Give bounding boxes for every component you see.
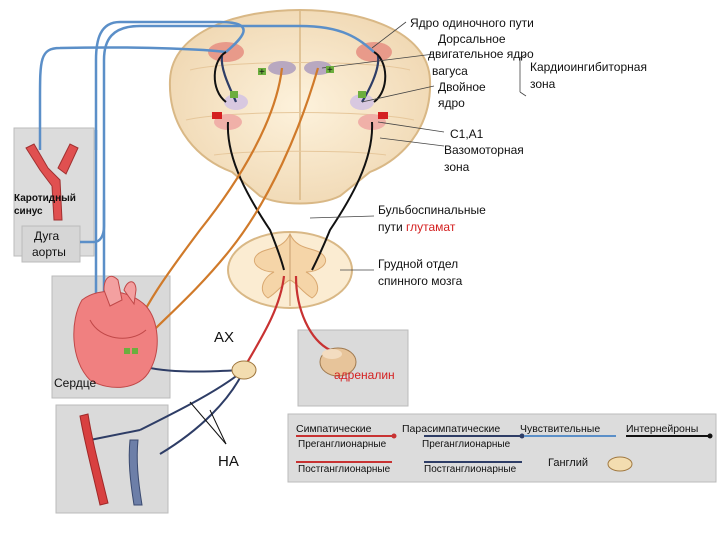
legend-pregang-parasympathetic: Преганглионарные: [422, 439, 511, 450]
heart-illustration: [73, 275, 158, 388]
label-cardioinhibitory-2: зона: [530, 77, 556, 91]
legend-postgang-sympathetic: Постганглионарные: [298, 464, 391, 475]
label-thoracic-2: спинного мозга: [378, 274, 463, 288]
carotid-artery: [25, 143, 79, 221]
label-adrenaline: адреналин: [334, 368, 395, 382]
vessels-panel: [55, 404, 169, 514]
medulla-section: [168, 8, 432, 205]
sign-plus: +: [327, 65, 333, 76]
sensory-afferents: [38, 20, 375, 330]
thoracic-spinal-cord: [227, 231, 353, 309]
legend-ganglion-symbol: [607, 456, 633, 472]
label-vasomotor-1: Вазомоторная: [444, 143, 524, 157]
aortic-panel: [21, 225, 81, 263]
label-bulbospinal-2: пути глутамат: [378, 220, 456, 234]
legend-ganglion: Ганглий: [548, 457, 588, 469]
legend-sympathetic: Симпатические: [296, 423, 372, 435]
label-thoracic-1: Грудной отдел: [378, 257, 458, 271]
sympathetic-pregang: [243, 275, 331, 369]
label-aortic-1: Дуга: [34, 229, 60, 243]
blood-vessels: [79, 413, 143, 506]
legend-sensory: Чувствительные: [520, 423, 600, 435]
label-bulbospinal-1: Бульбоспинальные: [378, 203, 486, 217]
legend-interneurons: Интернейроны: [626, 423, 698, 435]
adrenal-gland: [319, 347, 357, 377]
glutamate-text: глутамат: [406, 220, 456, 234]
sign-plus: +: [259, 67, 265, 78]
label-carotid-1: Каротидный: [14, 193, 76, 204]
label-vasomotor-2: зона: [444, 160, 470, 174]
label-na: НА: [218, 453, 239, 470]
vagal-efferents: [220, 55, 380, 103]
label-heart: Сердце: [54, 376, 96, 390]
label-ambiguus-1: Двойное: [438, 80, 486, 94]
legend-pregang-sympathetic: Преганглионарные: [298, 439, 387, 450]
legend-parasympathetic: Парасимпатические: [402, 423, 500, 435]
sympathetic-ganglion: [231, 360, 257, 380]
label-dorsal-motor-2: двигательное ядро: [428, 47, 534, 61]
label-ambiguus-2: ядро: [438, 96, 465, 110]
sign-markers: + +: [124, 65, 388, 354]
label-dorsal-motor-1: Дорсальное: [438, 32, 506, 46]
label-dorsal-motor-3: вагуса: [432, 64, 468, 78]
label-ach: АХ: [214, 329, 234, 346]
legend: Симпатические Парасимпатические Чувствит…: [287, 413, 717, 483]
label-aortic-2: аорты: [32, 245, 66, 259]
label-cardioinhibitory-1: Кардиоингибиторная: [530, 60, 647, 74]
label-leaders: [309, 21, 527, 271]
label-carotid-2: синус: [14, 206, 43, 217]
na-leaders: [189, 401, 227, 445]
legend-postgang-parasympathetic: Постганглионарные: [424, 464, 517, 475]
label-c1a1: C1,A1: [450, 127, 484, 141]
label-nucleus-solitary: Ядро одиночного пути: [410, 16, 534, 30]
